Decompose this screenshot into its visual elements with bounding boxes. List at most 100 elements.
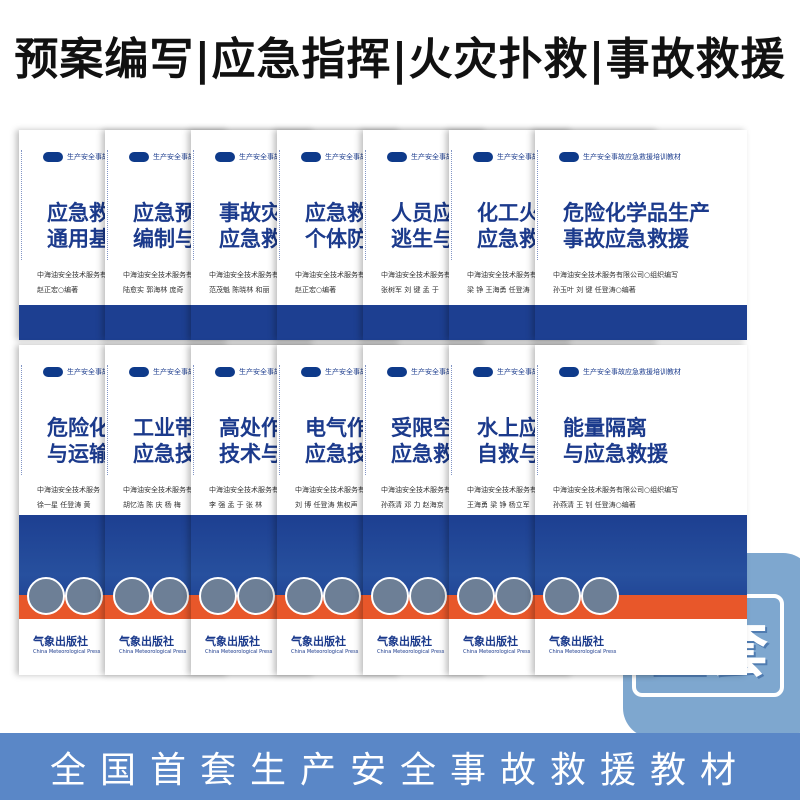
book-publisher-org: 中海油安全技术服务有 <box>295 271 365 279</box>
cover-photo <box>543 577 581 615</box>
cover-photo <box>581 577 619 615</box>
cover-photo <box>113 577 151 615</box>
book-publisher-org: 中海油安全技术服务有限 <box>467 486 544 494</box>
book-spine <box>107 150 112 260</box>
book-spine <box>365 150 370 260</box>
book-authors: 赵正宏○编著 <box>37 286 79 294</box>
book-authors: 陆愈实 郭海林 庞奇 <box>123 286 184 294</box>
book-spine <box>21 365 26 475</box>
series-logo-icon <box>301 152 321 162</box>
book-spine <box>107 365 112 475</box>
press-logo: 气象出版社 <box>33 635 88 648</box>
book-publisher-org: 中海油安全技术服务有 <box>209 271 279 279</box>
book-title: 水上应 自救与 <box>477 416 540 466</box>
book-title: 电气作 应急技 <box>305 416 368 466</box>
book-authors: 范茂魁 陈晓林 和丽 <box>209 286 270 294</box>
press-logo: 气象出版社 <box>205 635 260 648</box>
book-title: 能量隔离 与应急救援 <box>563 416 668 466</box>
book-title: 工业带 应急技 <box>133 416 196 466</box>
series-logo-icon <box>559 367 579 377</box>
book-spine <box>193 150 198 260</box>
series-logo-icon <box>43 367 63 377</box>
book-authors: 徐一星 任登涛 黄 <box>37 501 91 509</box>
book-spine <box>451 150 456 260</box>
book-spine <box>21 150 26 260</box>
book-authors: 孙燕清 邓 力 赵海京 <box>381 501 444 509</box>
book-authors: 赵正宏○编著 <box>295 286 337 294</box>
cover-photo <box>495 577 533 615</box>
book-title: 应急救 通用基 <box>47 201 110 251</box>
book-set: 生产安全事故应急救援培训教材应急救 通用基中海油安全技术服务有限赵正宏○编著生产… <box>19 130 785 690</box>
cover-photo <box>151 577 189 615</box>
footer-text: 全国首套生产安全事故救援教材 <box>49 749 750 791</box>
book-title: 应急预 编制与 <box>133 201 196 251</box>
series-logo-icon <box>129 152 149 162</box>
footer-banner: 全国首套生产安全事故救援教材 <box>0 733 800 800</box>
series-logo-icon <box>301 367 321 377</box>
book-publisher-org: 中海油安全技术服务有 <box>467 271 537 279</box>
cover-band <box>535 305 747 340</box>
series-logo-icon <box>387 367 407 377</box>
press-logo: 气象出版社 <box>377 635 432 648</box>
header-banner: 预案编写|应急指挥|火灾扑救|事故救援 <box>0 0 800 110</box>
book-publisher-org: 中海油安全技术服务有 <box>123 486 193 494</box>
cover-photo <box>65 577 103 615</box>
press-name-en: China Meteorological Press <box>33 649 101 655</box>
book-spine <box>451 365 456 475</box>
series-text: 生产安全事故应急救援培训教材 <box>583 153 681 161</box>
book-publisher-org: 中海油安全技术服务有限 <box>37 271 114 279</box>
book-authors: 李 强 孟 于 张 林 <box>209 501 263 509</box>
book-spine <box>365 365 370 475</box>
series-logo-icon <box>215 367 235 377</box>
press-name-en: China Meteorological Press <box>291 649 359 655</box>
book-title: 受限空 应急救 <box>391 416 454 466</box>
book-title: 应急救 个体防 <box>305 201 368 251</box>
cover-photo <box>371 577 409 615</box>
cover-photo <box>285 577 323 615</box>
cover-photo <box>237 577 275 615</box>
series-logo-icon <box>387 152 407 162</box>
press-name-en: China Meteorological Press <box>377 649 445 655</box>
book-cover: 生产安全事故应急救援培训教材能量隔离 与应急救援中海油安全技术服务有限公司○组织… <box>535 345 747 675</box>
book-spine <box>537 150 542 260</box>
cover-photo <box>27 577 65 615</box>
press-logo: 气象出版社 <box>291 635 346 648</box>
book-title: 高处作 技术与 <box>219 416 282 466</box>
book-spine <box>193 365 198 475</box>
press-name-en: China Meteorological Press <box>205 649 273 655</box>
series-logo-icon <box>129 367 149 377</box>
book-title: 人员应 逃生与 <box>391 201 454 251</box>
press-logo: 气象出版社 <box>549 635 604 648</box>
book-authors: 胡忆浩 陈 庆 杨 梅 <box>123 501 181 509</box>
series-logo-icon <box>473 152 493 162</box>
book-title: 危险化学品生产 事故应急救援 <box>563 201 710 251</box>
header-title: 预案编写|应急指挥|火灾扑救|事故救援 <box>14 34 786 85</box>
book-publisher-org: 中海油安全技术服务有限公司○组织编写 <box>553 271 679 279</box>
book-authors: 刘 博 任登涛 焦权声 <box>295 501 358 509</box>
book-authors: 张树军 刘 键 孟 于 <box>381 286 439 294</box>
book-authors: 孙玉叶 刘 键 任登涛○编著 <box>553 286 636 294</box>
book-publisher-org: 中海油安全技术服务有 <box>209 486 279 494</box>
book-title: 事故灾 应急救 <box>219 201 282 251</box>
book-publisher-org: 中海油安全技术服务 <box>37 486 100 494</box>
book-authors: 王海勇 梁 铮 杨立军 <box>467 501 530 509</box>
series-logo-icon <box>473 367 493 377</box>
series-label: 生产安全事故应急救援培训教材 <box>559 367 681 377</box>
book-publisher-org: 中海油安全技术服务有限 <box>381 486 458 494</box>
book-publisher-org: 中海油安全技术服务有限 <box>295 486 372 494</box>
press-name-en: China Meteorological Press <box>463 649 531 655</box>
book-publisher-org: 中海油安全技术服务有限公司○组织编写 <box>553 486 679 494</box>
press-logo: 气象出版社 <box>119 635 174 648</box>
book-authors: 孙燕清 王 钊 任登涛○编著 <box>553 501 636 509</box>
book-title: 化工火 应急救 <box>477 201 540 251</box>
series-logo-icon <box>559 152 579 162</box>
book-title: 危险化 与运输 <box>47 416 110 466</box>
cover-photo <box>323 577 361 615</box>
cover-photo <box>199 577 237 615</box>
press-name-en: China Meteorological Press <box>119 649 187 655</box>
book-cover: 生产安全事故应急救援培训教材危险化学品生产 事故应急救援中海油安全技术服务有限公… <box>535 130 747 340</box>
cover-photo <box>409 577 447 615</box>
press-name-en: China Meteorological Press <box>549 649 617 655</box>
series-logo-icon <box>215 152 235 162</box>
